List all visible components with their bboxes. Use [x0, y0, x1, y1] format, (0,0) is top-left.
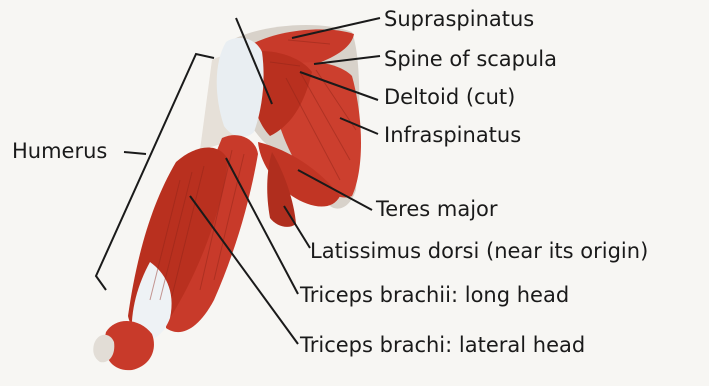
label-humerus: Humerus: [12, 139, 107, 163]
label-spine-of-scapula: Spine of scapula: [384, 47, 557, 71]
leader-latissimus: [284, 206, 310, 248]
label-deltoid-cut: Deltoid (cut): [384, 85, 515, 109]
label-triceps-lateral-head: Triceps brachi: lateral head: [299, 333, 585, 357]
label-triceps-long-head: Triceps brachii: long head: [299, 283, 569, 307]
arm-illustration: [93, 25, 361, 370]
label-teres-major: Teres major: [375, 197, 498, 221]
label-latissimus-dorsi: Latissimus dorsi (near its origin): [310, 239, 648, 263]
label-supraspinatus: Supraspinatus: [384, 7, 534, 31]
label-infraspinatus: Infraspinatus: [384, 123, 521, 147]
shoulder-tendon: [217, 38, 264, 137]
